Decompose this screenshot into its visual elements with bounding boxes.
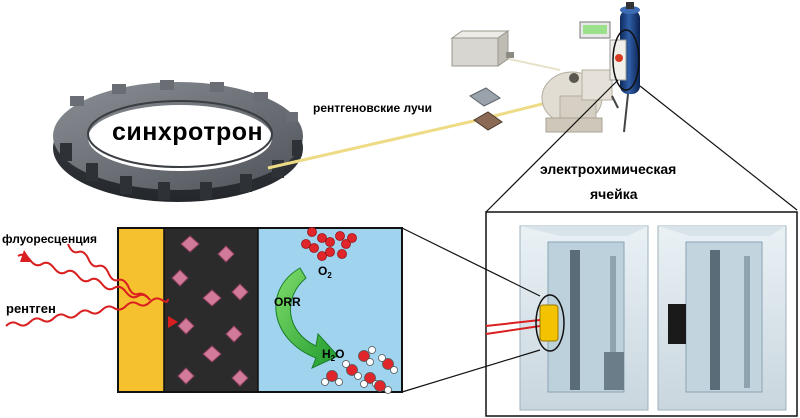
xray-in-label: рентген xyxy=(6,301,56,316)
fluorescence-label: флуоресценция xyxy=(2,232,97,246)
cell-holder-icon xyxy=(485,211,798,417)
synchrotron-label: синхротрон xyxy=(112,118,264,146)
cell-label-line2: ячейка xyxy=(590,186,638,202)
oxygen-formula: O2 xyxy=(318,264,332,280)
xray-in-wave xyxy=(5,297,169,327)
beamline-device-icon xyxy=(450,30,514,67)
current-collector xyxy=(118,228,164,392)
water-molecules xyxy=(321,346,398,394)
orr-label: ORR xyxy=(274,295,301,309)
orr-arrow-icon xyxy=(275,267,339,369)
fluorescence-wave-2 xyxy=(67,243,151,301)
water-formula: H2O xyxy=(322,347,344,363)
cell-label-line1: электрохимическая xyxy=(540,161,677,177)
goniometer-stand-icon xyxy=(541,69,613,133)
detector-icon xyxy=(579,2,640,133)
xray-waves xyxy=(5,243,178,328)
catalyst-particles xyxy=(171,235,249,387)
monochromator-crystal-icon xyxy=(469,87,503,131)
xray-beams-label: рентгеновские лучи xyxy=(313,101,433,115)
synchrotron-ring-icon xyxy=(53,80,303,202)
zoom-indicator xyxy=(485,29,798,213)
oxygen-molecules xyxy=(301,227,357,261)
electrode-panel: O2 H2O xyxy=(117,227,403,394)
fluorescence-wave-1 xyxy=(17,253,151,301)
catalyst-layer xyxy=(164,228,258,392)
